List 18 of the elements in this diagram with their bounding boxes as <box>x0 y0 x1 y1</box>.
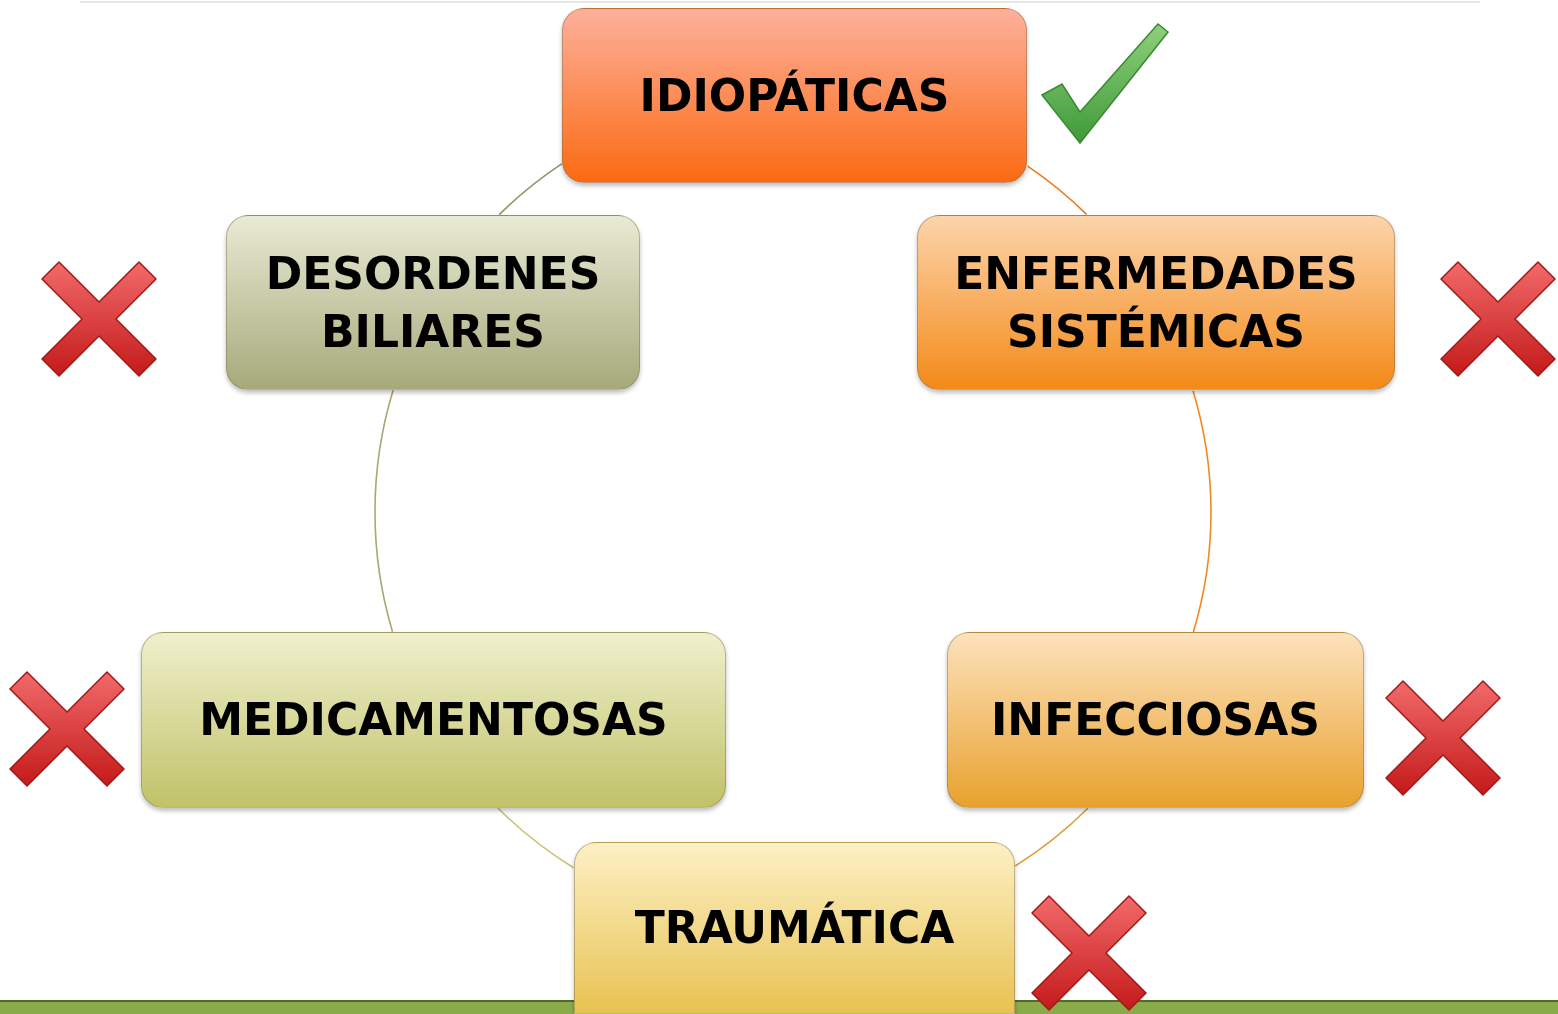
category-label: INFECCIOSAS <box>989 693 1322 748</box>
connector-arc <box>497 807 575 869</box>
category-label: ENFERMEDADES SISTÉMICAS <box>953 247 1359 359</box>
connector-arc <box>1192 390 1212 633</box>
category-box <box>141 632 726 808</box>
category-label: TRAUMÁTICA <box>633 900 956 956</box>
connector-arc <box>374 389 394 633</box>
category-label: MEDICAMENTOSAS <box>198 693 669 748</box>
category-box <box>917 215 1395 390</box>
category-box <box>226 215 640 390</box>
category-label: DESORDENES BILIARES <box>264 247 602 359</box>
category-label: IDIOPÁTICAS <box>638 68 951 123</box>
category-box <box>562 8 1027 183</box>
connector-arc <box>1014 807 1089 867</box>
connector-arc <box>498 162 563 216</box>
connector-arc <box>1026 165 1088 216</box>
category-box <box>947 632 1364 808</box>
category-box <box>574 842 1015 1014</box>
